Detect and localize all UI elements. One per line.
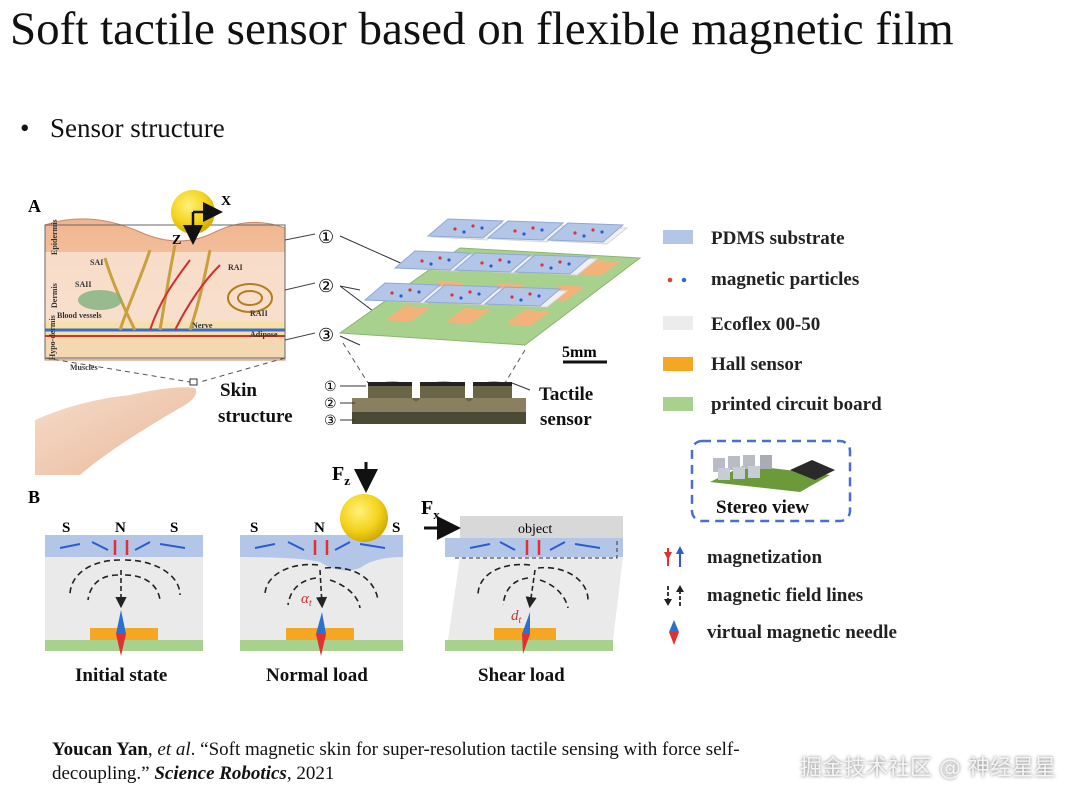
layer-muscles: Muscles — [70, 363, 98, 372]
photo-marker-1: ① — [324, 380, 337, 395]
diagram-initial-state — [45, 535, 203, 656]
skin-caption-2: structure — [218, 406, 293, 427]
citation-year: , 2021 — [286, 763, 335, 784]
panel-a-label: A — [28, 196, 41, 216]
fx-label-sub: x — [433, 507, 440, 522]
citation-etal: et al — [157, 739, 191, 760]
normal-load-ball — [340, 494, 388, 542]
layer-dermis: Dermis — [50, 283, 59, 308]
cross-line-right — [504, 349, 526, 384]
pole-s-4: S — [392, 520, 400, 536]
skin-caption-1: Skin — [220, 380, 257, 401]
pole-s-3: S — [250, 520, 258, 536]
fx-label-main: F — [421, 497, 433, 519]
citation-author: Youcan Yan — [52, 739, 148, 760]
sensor-array-illustration — [338, 218, 642, 346]
axis-z-label: Z — [172, 233, 181, 248]
leader-2 — [284, 282, 316, 291]
alpha-label-sub: t — [309, 598, 312, 609]
legend-field-lines: magnetic field lines — [707, 585, 863, 606]
zoom-line-right — [199, 357, 286, 383]
caption-initial-state: Initial state — [75, 665, 167, 686]
stereo-view-label: Stereo view — [716, 497, 809, 518]
receptor-adipose: Adipose — [250, 330, 278, 339]
zoom-line-left — [44, 357, 191, 383]
fz-label-sub: z — [344, 473, 350, 488]
bullet-text: Sensor structure — [50, 113, 225, 143]
d-label: dt — [511, 608, 522, 626]
photo-leader-right — [511, 382, 531, 391]
sensor-cross-section-photo — [352, 381, 526, 424]
pole-s-1: S — [62, 520, 70, 536]
legend-dot-blue — [681, 277, 687, 283]
receptor-sai: SAI — [90, 258, 103, 267]
citation-journal: Science Robotics — [154, 763, 287, 784]
legend-dot-red — [667, 277, 673, 283]
receptor-saii: SAII — [75, 280, 91, 289]
legend-hall: Hall sensor — [711, 354, 803, 375]
leader-1 — [284, 233, 316, 241]
legend-swatch-pcb — [663, 397, 693, 411]
tactile-caption-1: Tactile — [539, 384, 593, 405]
pole-n-2: N — [314, 520, 325, 536]
legend-pcb: printed circuit board — [711, 394, 882, 415]
legend-particles: magnetic particles — [711, 269, 859, 290]
fx-label: Fx — [421, 497, 440, 522]
object-label: object — [518, 522, 552, 537]
marker-3: ③ — [318, 325, 334, 345]
axis-x-label: X — [221, 194, 231, 209]
skin-structure-diagram: Epidermis Dermis Hypo-dermis Muscles SAI… — [44, 218, 286, 372]
legend-ecoflex: Ecoflex 00-50 — [711, 314, 820, 335]
marker-1: ① — [318, 227, 334, 247]
zoom-box — [189, 378, 198, 386]
alpha-label: αt — [301, 591, 312, 609]
legend-magnetization: magnetization — [707, 547, 822, 568]
bullet-item: • Sensor structure — [20, 113, 225, 144]
cross-line-left — [342, 342, 369, 384]
d-label-main: d — [511, 608, 519, 624]
d-label-sub: t — [519, 615, 522, 626]
slide-title: Soft tactile sensor based on flexible ma… — [10, 3, 954, 55]
layer-epidermis: Epidermis — [50, 219, 59, 255]
alpha-label-main: α — [301, 591, 310, 607]
caption-shear-load: Shear load — [478, 665, 565, 686]
watermark: 掘金技术社区 @ 神经星星 — [800, 756, 1056, 781]
finger-illustration — [35, 387, 197, 475]
receptor-blood-vessels: Blood vessels — [57, 311, 102, 320]
legend-needle: virtual magnetic needle — [707, 622, 897, 643]
photo-marker-3: ③ — [324, 414, 337, 429]
tactile-caption-2: sensor — [540, 409, 592, 430]
legend-pdms: PDMS substrate — [711, 228, 845, 249]
marker-2: ② — [318, 276, 334, 296]
diagram-normal-load — [240, 535, 403, 656]
fz-label: Fz — [332, 463, 350, 488]
diagram-shear-load — [445, 516, 623, 654]
layer-hypodermis: Hypo-dermis — [48, 315, 57, 360]
photo-marker-2: ② — [324, 397, 337, 412]
leader-3 — [284, 332, 316, 341]
caption-normal-load: Normal load — [266, 665, 368, 686]
panel-b-legend — [664, 546, 684, 645]
stereo-view-box — [690, 439, 852, 523]
pole-s-2: S — [170, 520, 178, 536]
bullet-marker: • — [20, 113, 30, 143]
receptor-nerve: Nerve — [192, 321, 213, 330]
panel-b-label: B — [28, 487, 40, 507]
legend-swatch-hall — [663, 357, 693, 371]
pole-n-1: N — [115, 520, 126, 536]
pointer-1 — [339, 235, 406, 266]
legend-swatch-pdms — [663, 230, 693, 244]
receptor-rai: RAI — [228, 263, 243, 272]
pointer-3 — [339, 335, 361, 346]
scale-label: 5mm — [562, 344, 597, 361]
citation-title: . “Soft magnetic skin for super-resoluti… — [52, 739, 740, 784]
material-legend: PDMS substrate magnetic particles Ecofle… — [663, 228, 882, 415]
legend-swatch-ecoflex — [663, 316, 693, 330]
receptor-raii: RAII — [250, 309, 268, 318]
citation: Youcan Yan, et al. “Soft magnetic skin f… — [52, 739, 740, 784]
pointer-2b — [339, 285, 361, 291]
fz-label-main: F — [332, 463, 344, 485]
